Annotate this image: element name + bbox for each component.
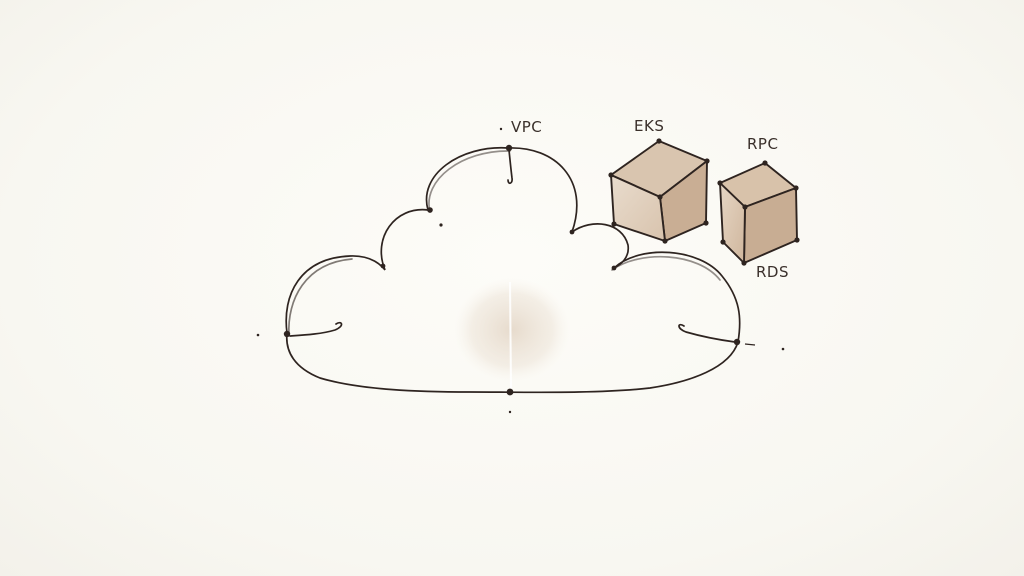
eks-label: EKS — [634, 117, 664, 135]
eks-cube — [608, 138, 709, 243]
rds-cube — [717, 160, 799, 265]
center-wash — [454, 278, 570, 382]
center-divider — [510, 282, 511, 388]
rpc-label: RPC — [747, 135, 778, 153]
rds-label: RDS — [756, 263, 789, 281]
vpc-label: VPC — [511, 118, 542, 136]
